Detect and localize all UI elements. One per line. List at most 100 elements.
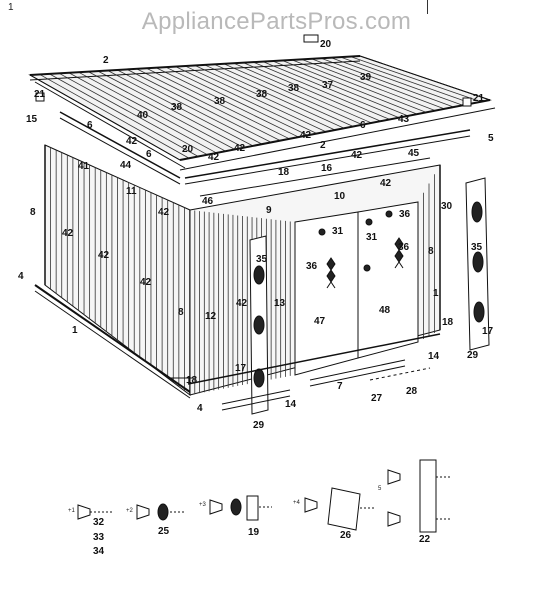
callout-36: 36 <box>306 261 318 272</box>
callout-13: 13 <box>274 298 286 309</box>
door-48 <box>357 201 419 359</box>
callout-12: 12 <box>205 311 217 322</box>
callout-2: 2 <box>103 55 109 66</box>
callout-20: 20 <box>182 144 194 155</box>
callout-10: 10 <box>334 191 346 202</box>
callout-1: 1 <box>433 288 439 299</box>
callout-42: 42 <box>300 130 312 141</box>
door-47 <box>294 211 359 376</box>
callout-16: 16 <box>321 163 333 174</box>
callout-27: 27 <box>371 393 383 404</box>
callout-15: 15 <box>26 114 38 125</box>
callout-26: 26 <box>340 530 352 541</box>
callout-41: 41 <box>78 161 90 172</box>
callout-8: 8 <box>30 207 36 218</box>
rib-line <box>185 65 327 133</box>
screw-25 <box>136 503 185 521</box>
callout-28: 28 <box>406 386 418 397</box>
callout-31: 31 <box>332 226 344 237</box>
callout-18: 18 <box>186 375 198 386</box>
callout-36: 36 <box>398 242 410 253</box>
rib-line <box>253 61 390 120</box>
callout-38: 38 <box>214 96 226 107</box>
watermark-text: AppliancePartsPros.com <box>141 8 412 35</box>
callout-18: 18 <box>442 317 454 328</box>
rib-line <box>78 71 226 152</box>
rib-line <box>223 63 363 126</box>
rib-line <box>126 69 272 143</box>
callout-29: 29 <box>253 420 265 431</box>
callout-22: 22 <box>419 534 431 545</box>
callout-29: 29 <box>467 350 479 361</box>
rib-line <box>97 70 245 149</box>
rib-line <box>156 67 299 138</box>
callout-48: 48 <box>379 305 391 316</box>
callout-8: 8 <box>178 307 184 318</box>
callout-25: 25 <box>158 526 170 537</box>
callout-42: 42 <box>236 298 248 309</box>
callout-18: 18 <box>278 167 290 178</box>
callout-11: 11 <box>126 186 137 197</box>
callout-21: 21 <box>473 93 485 104</box>
rib-line <box>136 68 281 141</box>
rib-line <box>233 62 372 124</box>
callout-47: 47 <box>314 316 326 327</box>
rib-line <box>340 56 472 104</box>
callout-14: 14 <box>428 351 440 362</box>
callout-30: 30 <box>441 201 453 212</box>
callout-19: 19 <box>248 527 260 538</box>
rib-line <box>282 60 418 115</box>
rib-line <box>58 72 208 156</box>
rib-line <box>272 60 409 117</box>
callout-33: 33 <box>93 532 105 543</box>
corner-mark: 1 <box>8 2 14 13</box>
callout-6: 6 <box>146 149 152 160</box>
callout-40: 40 <box>137 110 149 121</box>
door-handles <box>318 210 404 289</box>
rib-line <box>291 59 427 113</box>
hardware-marks: +1 +2 +3 +4 5 <box>68 486 382 514</box>
callout-labels: 2 20 39 37 38 38 38 38 40 21 21 15 6 43 … <box>18 39 494 557</box>
trim-strip-right <box>465 177 490 351</box>
rib-line <box>146 67 290 140</box>
callout-42: 42 <box>62 228 74 239</box>
screws-22 <box>387 459 452 533</box>
rib-line <box>49 73 199 157</box>
callout-42: 42 <box>158 207 170 218</box>
rib-line <box>262 61 399 119</box>
callout-5: 5 <box>488 133 494 144</box>
callout-38: 38 <box>171 102 183 113</box>
rib-line <box>350 56 482 103</box>
rib-line <box>117 69 263 145</box>
rib-line <box>68 72 217 154</box>
callout-42: 42 <box>140 277 152 288</box>
rib-line <box>88 71 235 150</box>
callout-4: 4 <box>18 271 24 282</box>
screw-26 <box>304 487 375 531</box>
screw-32 <box>77 504 112 520</box>
rib-line <box>165 66 308 136</box>
mark-5: 5 <box>378 486 382 492</box>
rib-line <box>175 66 317 134</box>
screw-19 <box>209 495 272 521</box>
hardware-row <box>77 459 452 533</box>
callout-42: 42 <box>208 152 220 163</box>
callout-42: 42 <box>351 150 363 161</box>
left-wall <box>44 144 191 397</box>
rib-line <box>311 58 445 110</box>
callout-45: 45 <box>408 148 420 159</box>
callout-39: 39 <box>360 72 372 83</box>
callout-46: 46 <box>202 196 214 207</box>
mark-plus3: +3 <box>199 502 207 508</box>
rib-line <box>301 58 436 111</box>
callout-34: 34 <box>93 546 105 557</box>
rib-line <box>214 64 354 127</box>
callout-3: 6 <box>360 120 366 131</box>
callout-38: 38 <box>256 89 268 100</box>
rib-line <box>330 57 463 106</box>
rib-line <box>321 57 454 108</box>
callout-7: 7 <box>337 381 343 392</box>
callout-8: 8 <box>428 246 434 257</box>
